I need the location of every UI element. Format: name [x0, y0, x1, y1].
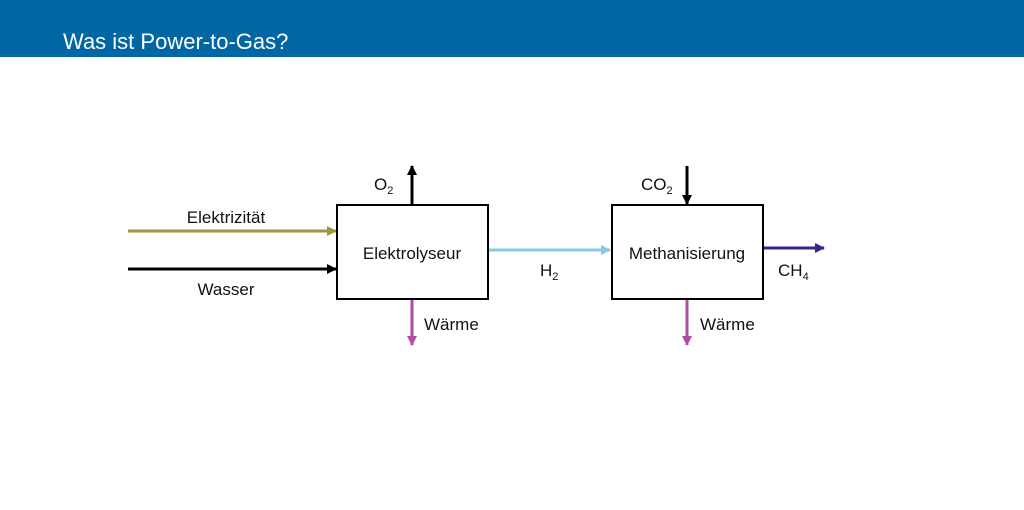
hydrogen-label-sub: 2	[552, 271, 558, 283]
hydrogen-label: H2	[540, 261, 558, 283]
hydrogen-label-main: H	[540, 261, 552, 280]
header-bar: Was ist Power-to-Gas?	[0, 0, 1024, 57]
methane-label-sub: 4	[803, 271, 809, 283]
oxygen-label: O2	[374, 175, 393, 197]
co2-label-sub: 2	[667, 185, 673, 197]
oxygen-label-sub: 2	[387, 185, 393, 197]
page-title: Was ist Power-to-Gas?	[63, 29, 289, 54]
electrolyzer-label: Elektrolyseur	[363, 244, 462, 263]
methanation-box	[611, 204, 764, 300]
electrolyzer-box	[336, 204, 489, 300]
methane-label-main: CH	[778, 261, 803, 280]
methanation-heat-label: Wärme	[700, 315, 755, 334]
methanation-label: Methanisierung	[629, 244, 745, 263]
electricity-label: Elektrizität	[187, 208, 266, 227]
oxygen-label-main: O	[374, 175, 387, 194]
methane-label: CH4	[778, 261, 809, 283]
co2-label: CO2	[641, 175, 673, 197]
water-label: Wasser	[198, 280, 255, 299]
electrolyzer-heat-label: Wärme	[424, 315, 479, 334]
co2-label-main: CO	[641, 175, 667, 194]
